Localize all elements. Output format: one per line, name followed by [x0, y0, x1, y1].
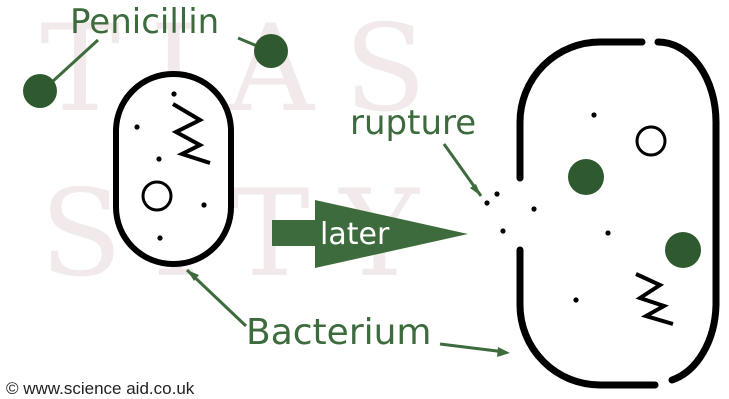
dna-strand-icon [636, 274, 673, 324]
cell-granule [591, 112, 596, 117]
rupture-label: rupture [350, 103, 476, 143]
plasmid-ring [143, 182, 171, 210]
cell-wall-lower-left [520, 250, 655, 385]
cell-granule [573, 297, 578, 302]
leaked-granule [494, 191, 499, 196]
cell-granule [156, 156, 161, 161]
penicillin-label: Penicillin [70, 2, 219, 42]
rupture-pointer-head [470, 184, 481, 196]
cell-granule [201, 202, 206, 207]
bacterium-pointer-right [440, 344, 505, 352]
cell-wall-right [658, 42, 716, 380]
penicillin-molecule [665, 232, 701, 268]
leaked-granule [500, 228, 505, 233]
bacterium-pointer-right-head [497, 347, 510, 357]
cell-granule [171, 91, 176, 96]
watermark: TIAS SITY [40, 0, 456, 304]
bacterium-cell-wall [116, 74, 231, 264]
cell-granule [157, 235, 162, 240]
copyright-text: © www.science aid.co.uk [6, 379, 195, 398]
leaked-granule [531, 206, 536, 211]
leaked-granule [484, 200, 489, 205]
penicillin-molecule [568, 159, 604, 195]
intact-bacterium [116, 74, 231, 264]
bacterium-label: Bacterium [246, 312, 432, 353]
cell-granule [134, 124, 139, 129]
cell-wall-upper-left [520, 42, 642, 178]
plasmid-ring [637, 127, 665, 155]
ruptured-bacterium [520, 42, 716, 385]
penicillin-molecule [254, 34, 288, 68]
later-label: later [320, 217, 390, 252]
cell-granule [605, 230, 610, 235]
penicillin-molecule [23, 74, 57, 108]
